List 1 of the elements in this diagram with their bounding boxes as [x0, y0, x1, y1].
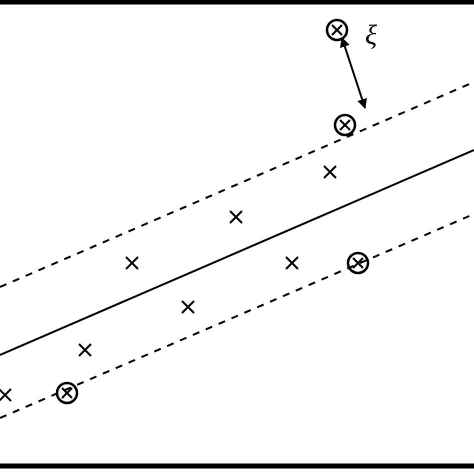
xi-label: ξ — [365, 22, 377, 50]
